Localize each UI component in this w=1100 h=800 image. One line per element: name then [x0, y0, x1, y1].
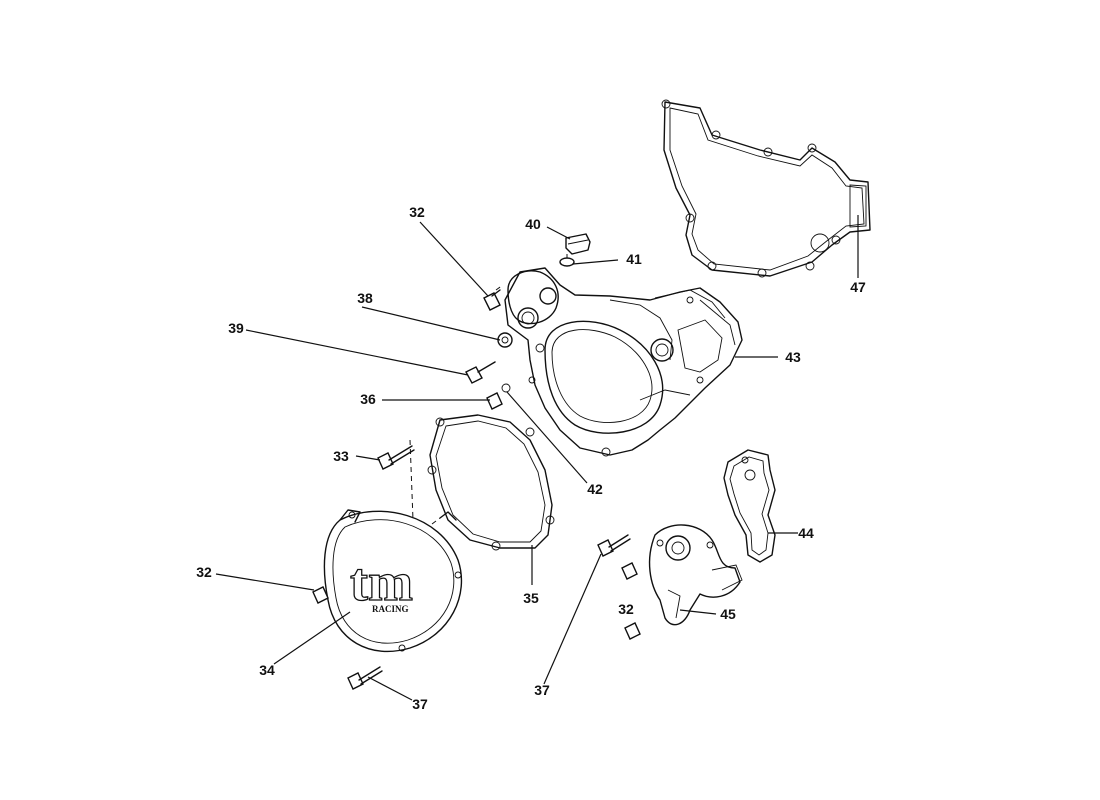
callout-32-pump: 32: [618, 601, 634, 617]
callout-36: 36: [360, 391, 376, 407]
screw-32-pump-bottom: [624, 622, 641, 640]
logo-brand-text: tm: [350, 552, 413, 612]
screw-39: [465, 361, 496, 384]
water-pump-45: [648, 524, 743, 626]
clutch-cover-43: [504, 267, 743, 457]
pump-gasket-44: [723, 449, 776, 563]
callout-32-top: 32: [409, 204, 425, 220]
callout-42: 42: [587, 481, 603, 497]
callout-34: 34: [259, 662, 275, 678]
bolt-37-left: [347, 666, 383, 690]
callout-39: 39: [228, 320, 244, 336]
screw-32-pump-top: [621, 562, 638, 580]
callout-41: 41: [626, 251, 642, 267]
plug-40: [565, 233, 591, 255]
callout-labels: 32 40 41 38 39 36 33 42 43 47 44 32 34 3…: [196, 204, 866, 712]
callout-40: 40: [525, 216, 541, 232]
callout-43: 43: [785, 349, 801, 365]
callout-45: 45: [720, 606, 736, 622]
callout-47: 47: [850, 279, 866, 295]
callout-44: 44: [798, 525, 814, 541]
screw-32-top: [483, 289, 501, 311]
bolt-33: [377, 445, 415, 470]
washer-38: [497, 332, 513, 348]
callout-35: 35: [523, 590, 539, 606]
cover-gasket-35: [427, 414, 555, 551]
callout-37-left: 37: [412, 696, 428, 712]
screw-36: [486, 383, 511, 410]
bolt-37-right: [597, 534, 631, 557]
callout-32-left: 32: [196, 564, 212, 580]
logo-sub-text: RACING: [372, 604, 409, 614]
callout-33: 33: [333, 448, 349, 464]
washer-41: [559, 257, 575, 267]
crankcase-gasket-47: [661, 99, 871, 278]
screw-32-left: [312, 586, 329, 604]
leader-lines: [215, 215, 859, 701]
callout-38: 38: [357, 290, 373, 306]
tm-racing-logo: tm RACING: [349, 551, 413, 614]
ignition-cover-34: tm RACING: [323, 509, 463, 653]
callout-37-right: 37: [534, 682, 550, 698]
